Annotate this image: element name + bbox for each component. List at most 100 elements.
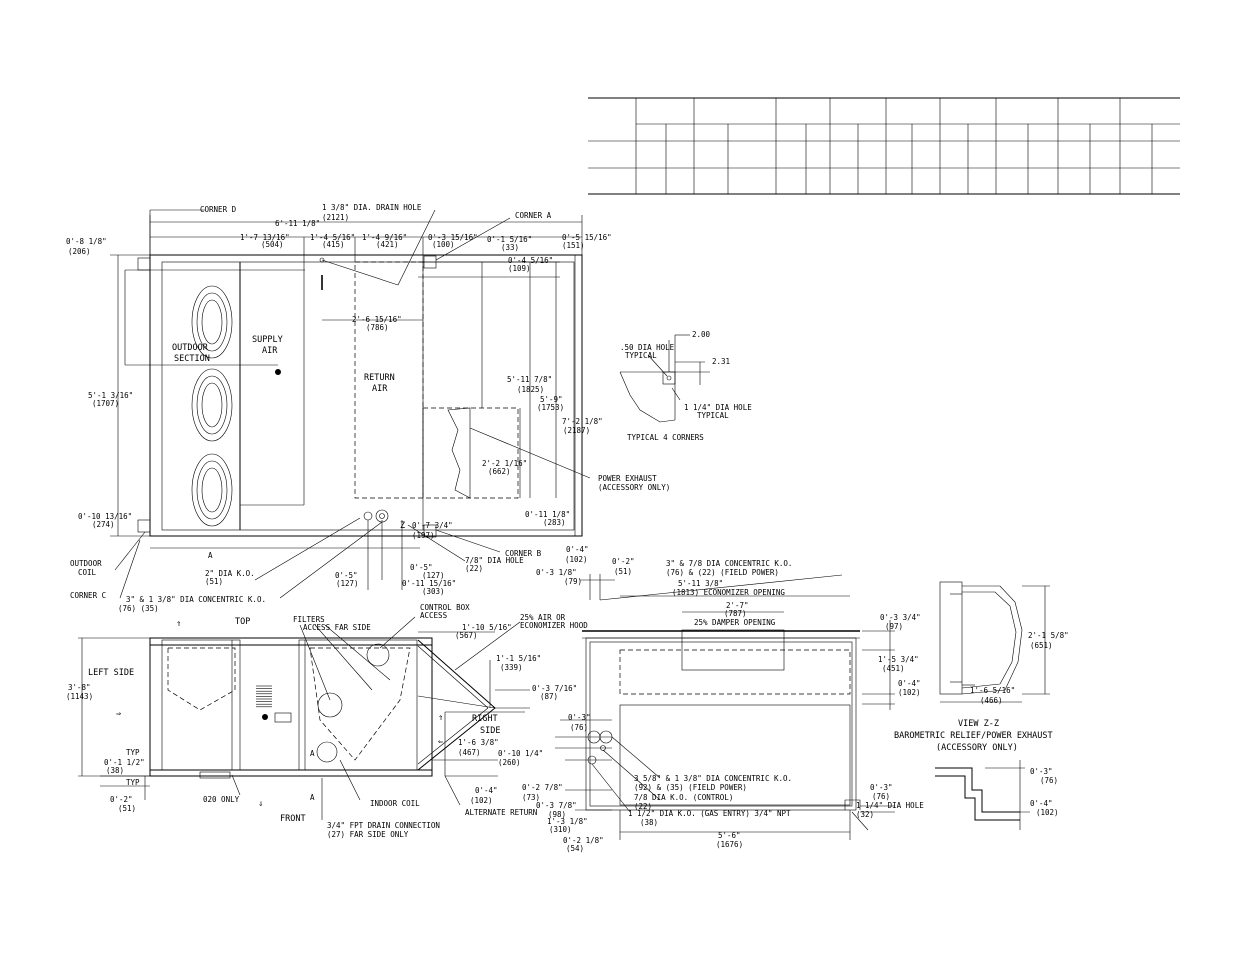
bottom-dim-3: 0'-11 15/16" [402,579,456,588]
view-zz-dim-1-mm: (76) [1040,776,1058,785]
dim-4: 0'-3 15/16" [428,233,478,242]
dim-3-mm: (421) [376,240,399,249]
dim-3: 1'-4 9/16" [362,233,407,242]
end-bottom-dim: 0'-3" [870,783,893,792]
z-dim-mm: (197) [412,531,435,540]
drain-connection-label-2: (27) FAR SIDE ONLY [327,830,409,839]
filters-label-1: FILTERS [293,615,325,624]
return-width-dim: 2'-6 15/16" [352,315,402,324]
outdoor-coil-label-1: OUTDOOR [70,559,102,568]
end-bottom-dim-mm: (76) [872,792,890,801]
corner-a-label: CORNER A [515,211,552,220]
bottom-left-mm: (274) [92,520,115,529]
vert-dim-1: 0'-3" [568,713,591,722]
dim-a-marker: A [208,551,213,560]
end-dim-1-mm: (102) [565,555,588,564]
hood-height-mm: (339) [500,663,523,672]
hood-height-dim: 1'-1 5/16" [496,654,541,663]
ko-358-mm: (92) & (35) (FIELD POWER) [634,783,747,792]
outdoor-section-label-2: SECTION [174,354,210,364]
vert-dim-3-mm: (73) [522,793,540,802]
typ-dim-1: 0'-1 1/2" [104,758,145,767]
vert-dim-2-mm: (260) [498,758,521,767]
end-view-labels: 0'-4" (102) 0'-2" (51) 0'-3 1/8" (79) 3"… [498,545,924,853]
dim-2-00: 2.00 [692,330,711,339]
dim-5: 0'-1 5/16" [487,235,532,244]
dim-2-mm: (415) [322,240,345,249]
end-elevation-view [555,574,895,840]
overall-width-dim: 6'-11 1/8" [275,219,320,228]
fan-coil-1 [191,285,233,359]
filters-label-2: ACCESS FAR SIDE [303,623,371,632]
overall-width-mm: (2121) [322,213,349,222]
vert-dim-6-mm: (54) [566,844,584,853]
hole-114-typical: TYPICAL [697,411,729,420]
hole-114-end-label: 1 1/4" DIA HOLE [856,801,924,810]
exhaust-width-dim: 2'-2 1/16" [482,459,527,468]
left-top-dim: 0'-8 1/8" [66,237,107,246]
economizer-label: (1813) ECONOMIZER OPENING [672,588,785,597]
ko-78-control-label: 7/8 DIA K.O. (CONTROL) [634,793,733,802]
hood-offset-dim: 0'-3 7/16" [532,684,577,693]
view-zz-title: VIEW Z-Z [958,719,999,729]
concentric-ko-end-label: 3" & 7/8 DIA CONCENTRIC K.O. [666,559,792,568]
dim-4-mm: (100) [432,240,455,249]
dim-5-mm: (33) [501,243,519,252]
typ-dim-2-mm: (51) [118,804,136,813]
end-dim-1: 0'-4" [566,545,589,554]
section-z-marker: Z [400,521,405,531]
ko-78-control-mm: (22) [634,802,652,811]
section-a-marker-2: A [310,793,315,802]
bottom-dim-2-mm: (127) [422,571,445,580]
front-label: FRONT [280,814,306,824]
up-arrow-icon: ⇑ [438,713,443,723]
right-dim-2: 0'-4" [475,786,498,795]
end-width-mm: (1676) [716,840,743,849]
vert-dim-6: 0'-2 1/8" [563,836,604,845]
hood-label-2: ECONOMIZER HOOD [520,621,588,630]
fan-coil-3 [191,453,233,527]
ko-112-mm: (38) [640,818,658,827]
bottom-dim-2: 0'-5" [410,563,433,572]
height-3-dim: 7'-2 1/8" [562,417,603,426]
vert-dim-5-mm: (310) [549,825,572,834]
left-arrow-icon: ⇒ [116,709,121,719]
hole-114-end-mm: (32) [856,810,874,819]
side-dim-2-mm: (451) [882,664,905,673]
ko-2-mm: (51) [205,577,223,586]
bottom-dim-1-mm: (127) [336,579,359,588]
hole-50-label: .50 DIA HOLE [620,343,675,352]
view-zz-width-mm: (466) [980,696,1003,705]
view-zz-dim-2-mm: (102) [1036,808,1059,817]
side-view-labels: TOP LEFT SIDE RIGHT SIDE FRONT FILTERS A… [66,603,588,839]
height-dim: 3'-8" [68,683,91,692]
height-left-mm: (1707) [92,399,119,408]
supply-air-label-1: SUPPLY [252,335,283,345]
outdoor-section-label-1: OUTDOOR [172,343,209,353]
vert-dim-4-mm: (98) [548,810,566,819]
typ-label-1: TYP [126,748,140,757]
alternate-return-label: ALTERNATE RETURN [465,808,537,817]
hole-114-label: 1 1/4" DIA HOLE [684,403,752,412]
right-dim-1-mm: (467) [458,748,481,757]
dimension-table [588,97,1180,195]
end-dim-2-mm: (51) [614,567,632,576]
end-dim-2: 0'-2" [612,557,635,566]
view-zz-width: 1'-6 5/16" [970,686,1015,695]
view-zz-dim-2: 0'-4" [1030,799,1053,808]
vert-dim-1-mm: (76) [570,723,588,732]
corner-c-label: CORNER C [70,591,106,600]
dim-6: 0'-5 15/16" [562,233,612,242]
economizer-dim: 5'-11 3/8" [678,579,723,588]
return-air-label-2: AIR [372,384,388,394]
view-zz-accessory: (ACCESSORY ONLY) [936,743,1018,753]
fan-coil-2 [191,368,233,442]
outdoor-coil-label-2: COIL [78,568,97,577]
ko-112-label: 1 1/2" DIA K.O. (GAS ENTRY) 3/4" NPT [628,809,791,818]
hood-offset-mm: (87) [540,692,558,701]
control-box-label-1: CONTROL BOX [420,603,470,612]
louver-grille [256,685,272,708]
power-exhaust-label-1: POWER EXHAUST [598,474,657,483]
020-only-label: 020 ONLY [203,795,240,804]
